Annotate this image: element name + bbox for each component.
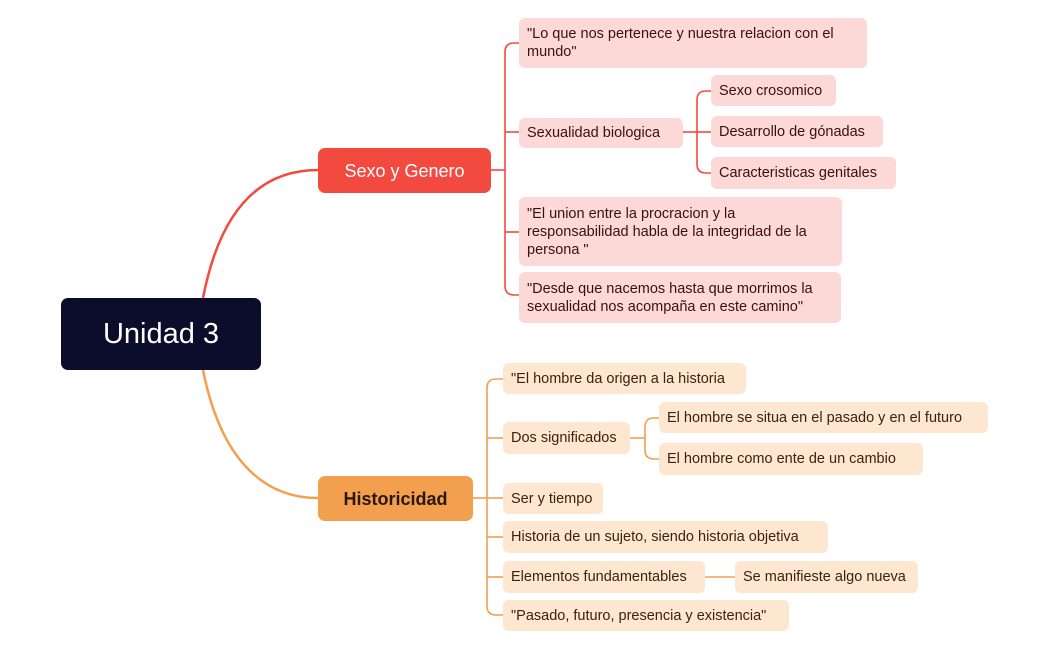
subtopic-dos-significados[interactable]: Dos significados <box>503 422 630 454</box>
subtopic-manifieste-algo-nueva[interactable]: Se manifieste algo nueva <box>735 561 918 593</box>
subtopic-historia-sujeto[interactable]: Historia de un sujeto, siendo historia o… <box>503 521 828 553</box>
subtopic-hombre-pasado-futuro[interactable]: El hombre se situa en el pasado y en el … <box>659 402 988 433</box>
topic-sexo-y-genero[interactable]: Sexo y Genero <box>318 148 491 193</box>
subtopic-ser-y-tiempo[interactable]: Ser y tiempo <box>503 483 603 514</box>
root-topic[interactable]: Unidad 3 <box>61 298 261 370</box>
subtopic-sexualidad-biologica[interactable]: Sexualidad biologica <box>519 118 683 148</box>
subtopic-desde-que-nacemos[interactable]: "Desde que nacemos hasta que morrimos la… <box>519 272 841 323</box>
subtopic-caracteristicas-genitales[interactable]: Caracteristicas genitales <box>711 157 896 189</box>
subtopic-hombre-ente-cambio[interactable]: El hombre como ente de un cambio <box>659 443 923 475</box>
subtopic-sexo-crosomico[interactable]: Sexo crosomico <box>711 75 836 106</box>
subtopic-relacion-mundo[interactable]: "Lo que nos pertenece y nuestra relacion… <box>519 18 867 68</box>
subtopic-union-procracion[interactable]: "El union entre la procracion y la respo… <box>519 197 842 266</box>
subtopic-pasado-futuro-presencia[interactable]: "Pasado, futuro, presencia y existencia" <box>503 600 789 631</box>
topic-historicidad[interactable]: Historicidad <box>318 476 473 521</box>
subtopic-elementos-fundamentables[interactable]: Elementos fundamentables <box>503 561 705 593</box>
subtopic-hombre-origen-historia[interactable]: "El hombre da origen a la historia <box>503 363 746 394</box>
subtopic-desarrollo-gonadas[interactable]: Desarrollo de gónadas <box>711 116 883 147</box>
